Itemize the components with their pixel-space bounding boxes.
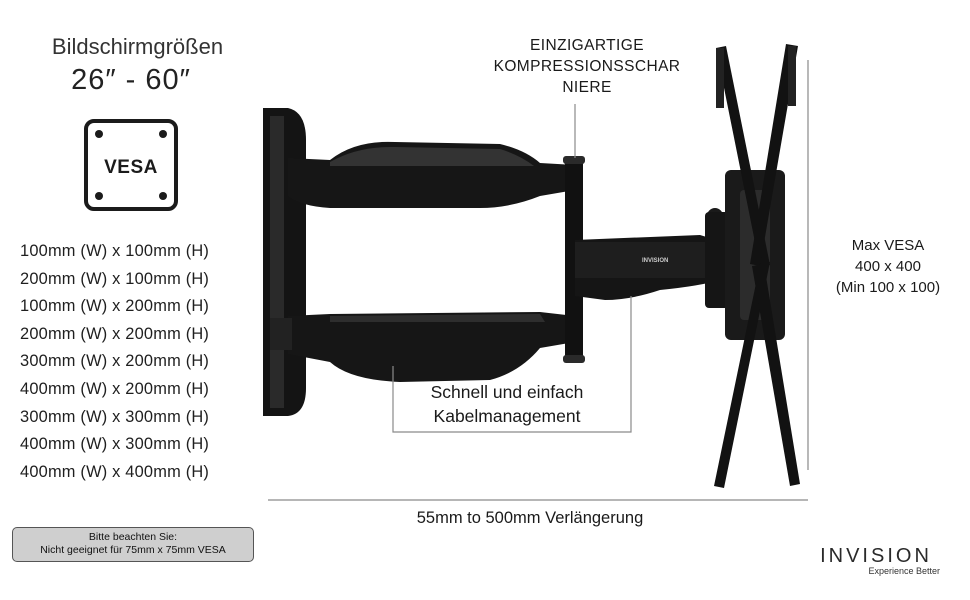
extension-label: 55mm to 500mm Verlängerung — [416, 509, 644, 527]
vesa-size-item: 400mm (W) x 300mm (H) — [20, 435, 210, 454]
note-line: Nicht geeignet für 75mm x 75mm VESA — [40, 544, 226, 556]
vesa-size-item: 200mm (W) x 200mm (H) — [20, 324, 210, 343]
upper-arm — [288, 141, 575, 208]
callout-line: NIERE — [562, 79, 612, 96]
vesa-size-item: 100mm (W) x 100mm (H) — [20, 242, 210, 260]
cable-callout: Schnell und einfach Kabelmanagement — [402, 380, 612, 428]
lower-arm — [270, 312, 575, 382]
note-line: Bitte beachten Sie: — [88, 531, 178, 543]
vesa-size-item: 300mm (W) x 200mm (H) — [20, 352, 210, 371]
brand-tagline: Experience Better — [868, 566, 940, 576]
vesa-hole-icon — [159, 130, 167, 138]
vesa-icon: VESA — [84, 119, 178, 211]
brand-logo: INVISION Experience Better — [790, 545, 962, 576]
max-vesa-line: 400 x 400 — [855, 258, 921, 275]
wall-plate — [263, 108, 306, 416]
callout-line: KOMPRESSIONSSCHAR — [493, 58, 681, 75]
callout-line: Kabelmanagement — [433, 406, 581, 426]
pivot-post — [563, 156, 585, 363]
compatibility-note: Bitte beachten Sie: Nicht geeignet für 7… — [12, 527, 254, 562]
vesa-hole-icon — [95, 130, 103, 138]
vesa-icon-label: VESA — [104, 157, 158, 178]
callout-line: EINZIGARTIGE — [530, 37, 644, 54]
screen-size-title: Bildschirmgrößen — [51, 34, 224, 59]
vesa-hole-icon — [95, 192, 103, 200]
callout-lines — [268, 60, 809, 501]
screen-size-range: 26″ - 60″ — [71, 64, 191, 96]
arm-logo: INVISION — [642, 258, 668, 264]
front-arm: INVISION — [575, 235, 720, 300]
vesa-hole-icon — [159, 192, 167, 200]
hinge-callout: EINZIGARTIGE KOMPRESSIONSSCHAR NIERE — [482, 35, 692, 98]
tilt-head — [705, 170, 785, 340]
vesa-size-item: 100mm (W) x 200mm (H) — [20, 297, 210, 316]
max-vesa-label: Max VESA 400 x 400 (Min 100 x 100) — [818, 235, 958, 298]
max-vesa-line: (Min 100 x 100) — [835, 279, 941, 296]
vesa-size-list: 100mm (W) x 100mm (H) 200mm (W) x 100mm … — [20, 238, 260, 486]
callout-line: Schnell und einfach — [430, 382, 584, 402]
vesa-size-item: 400mm (W) x 400mm (H) — [20, 462, 210, 481]
tv-bracket — [714, 44, 800, 488]
vesa-size-item: 400mm (W) x 200mm (H) — [20, 379, 210, 398]
max-vesa-line: Max VESA — [851, 237, 925, 254]
vesa-size-item: 200mm (W) x 100mm (H) — [20, 269, 210, 288]
brand-name: INVISION — [820, 545, 932, 567]
vesa-size-item: 300mm (W) x 300mm (H) — [20, 407, 210, 426]
